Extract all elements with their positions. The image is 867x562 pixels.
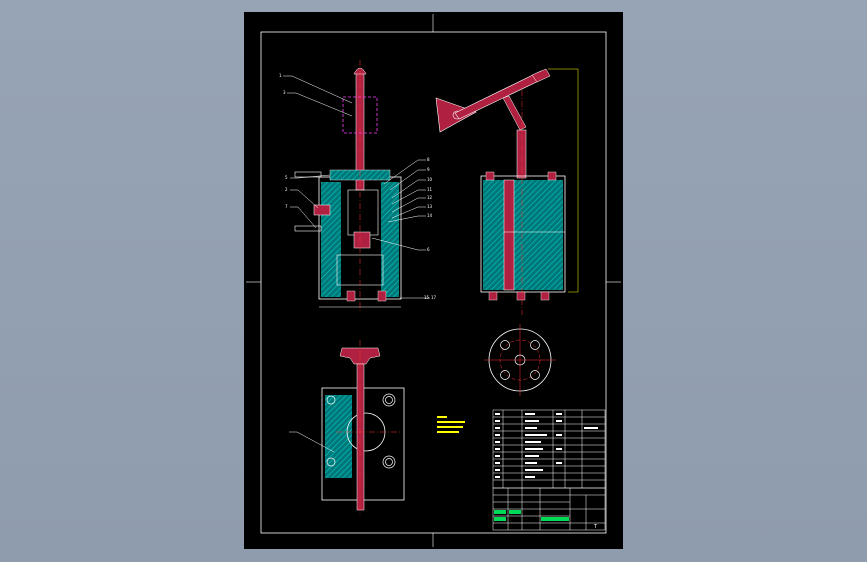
- callout-front-left-1: 3: [283, 90, 286, 95]
- callout-front-right-1: 9: [427, 167, 430, 172]
- body-hatch-right: [381, 182, 399, 297]
- side-bottom-bolts: [488, 291, 550, 301]
- callout-front-left-4: 7: [285, 204, 288, 209]
- lever-grip: [531, 68, 551, 83]
- callout-front-right-7: 6: [427, 247, 430, 252]
- callout-bottom-1: 17: [431, 295, 437, 300]
- body-hatch-left: [321, 182, 341, 297]
- plate-holes: [326, 393, 396, 469]
- title-block: T: [492, 409, 606, 531]
- bottom-plan-view: [484, 324, 556, 396]
- side-clamp: [313, 204, 331, 216]
- callout-front-left-0: 1: [279, 73, 282, 78]
- sheet-mark: T: [593, 524, 598, 530]
- side-slot: [503, 179, 515, 291]
- lower-rod: [356, 363, 365, 511]
- side-height-dimension: [548, 68, 579, 293]
- title-box-grid: [493, 488, 605, 530]
- side-body-hatch: [483, 180, 563, 290]
- callout-front-left-2: 5: [285, 175, 288, 180]
- callout-bottom-0: 15: [424, 295, 430, 300]
- side-top-bolts: [485, 171, 557, 181]
- callout-front-right-5: 13: [427, 204, 433, 209]
- sheet-background: [244, 12, 623, 549]
- side-section-view: [435, 68, 579, 315]
- title-green-fields: [494, 510, 569, 521]
- lower-leader: [289, 431, 335, 453]
- drawing-frame: [260, 31, 607, 534]
- front-leaders: [283, 75, 430, 299]
- lower-plan-view: [289, 340, 465, 515]
- plunger-insert: [353, 231, 371, 249]
- callout-front-right-0: 8: [427, 157, 430, 162]
- plan-centerlines: [484, 324, 556, 396]
- callout-front-left-3: 2: [285, 187, 288, 192]
- frame-center-marks: [246, 14, 621, 547]
- parts-list-rows: [493, 410, 605, 488]
- callout-front-right-6: 14: [427, 213, 433, 218]
- tech-notes: [437, 416, 465, 433]
- parts-list-text: [495, 413, 598, 478]
- front-callout-labels: 1 3 5 2 7 8 9 10 11 12 13 14 6 15 17: [279, 73, 437, 300]
- bottom-bolts: [346, 290, 387, 302]
- callout-front-right-3: 11: [427, 187, 433, 192]
- link-rod: [502, 95, 527, 131]
- front-section-view: 1 3 5 2 7 8 9 10 11 12 13 14 6 15 17: [279, 60, 437, 312]
- drawing-sheet: 1 3 5 2 7 8 9 10 11 12 13 14 6 15 17: [244, 12, 623, 549]
- side-plunger: [516, 129, 527, 179]
- side-arm-lower: [294, 225, 322, 232]
- plate-hatch-left: [325, 395, 352, 478]
- callout-front-right-2: 10: [427, 177, 433, 182]
- callout-front-right-4: 12: [427, 195, 433, 200]
